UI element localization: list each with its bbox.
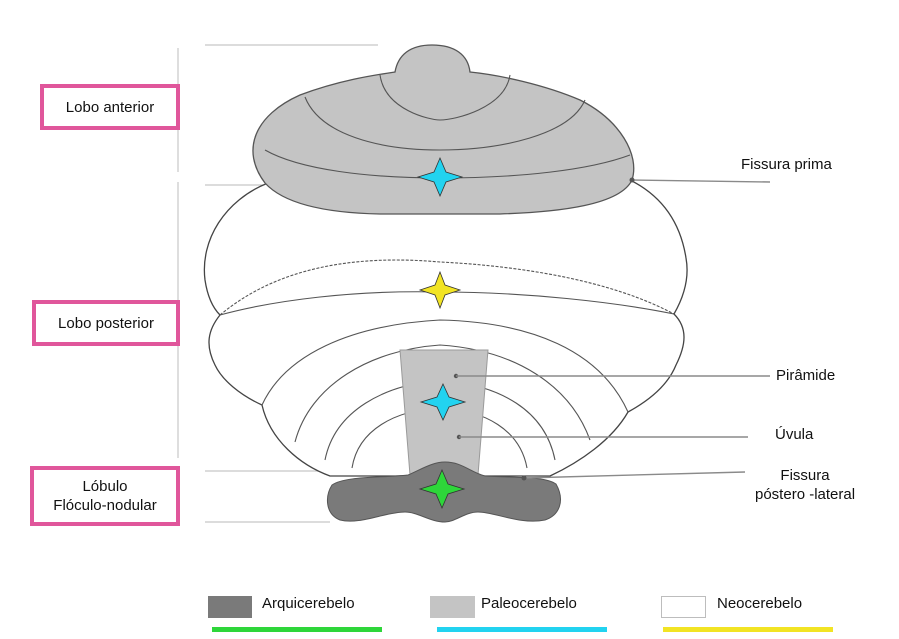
lobulo-label-line1: Lóbulo (53, 477, 156, 496)
lobo-anterior-box: Lobo anterior (40, 84, 180, 130)
lobo-posterior-label: Lobo posterior (58, 314, 154, 333)
fissura-postero-lateral-line2: póstero -lateral (755, 485, 855, 504)
lobo-posterior-box: Lobo posterior (32, 300, 180, 346)
lobo-anterior-label: Lobo anterior (66, 98, 154, 117)
fissura-prima-label: Fissura prima (741, 155, 832, 174)
legend-line-paleocerebelo (437, 627, 607, 632)
legend-swatch-arqui (208, 596, 252, 618)
lobulo-floculo-nodular-box: Lóbulo Flóculo-nodular (30, 466, 180, 526)
legend-swatch-paleo (430, 596, 475, 618)
legend-line-neocerebelo (663, 627, 833, 632)
piramide-label: Pirâmide (776, 366, 835, 385)
legend-label-neocerebelo: Neocerebelo (717, 594, 802, 613)
legend-swatch-neo (661, 596, 706, 618)
fissura-postero-lateral-label: Fissura póstero -lateral (755, 466, 855, 504)
uvula-label: Úvula (775, 425, 813, 444)
legend-line-arquicerebelo (212, 627, 382, 632)
lobulo-label-line2: Flóculo-nodular (53, 496, 156, 515)
legend-label-paleocerebelo: Paleocerebelo (481, 594, 577, 613)
fissura-postero-lateral-line1: Fissura (755, 466, 855, 485)
legend-label-arquicerebelo: Arquicerebelo (262, 594, 355, 613)
